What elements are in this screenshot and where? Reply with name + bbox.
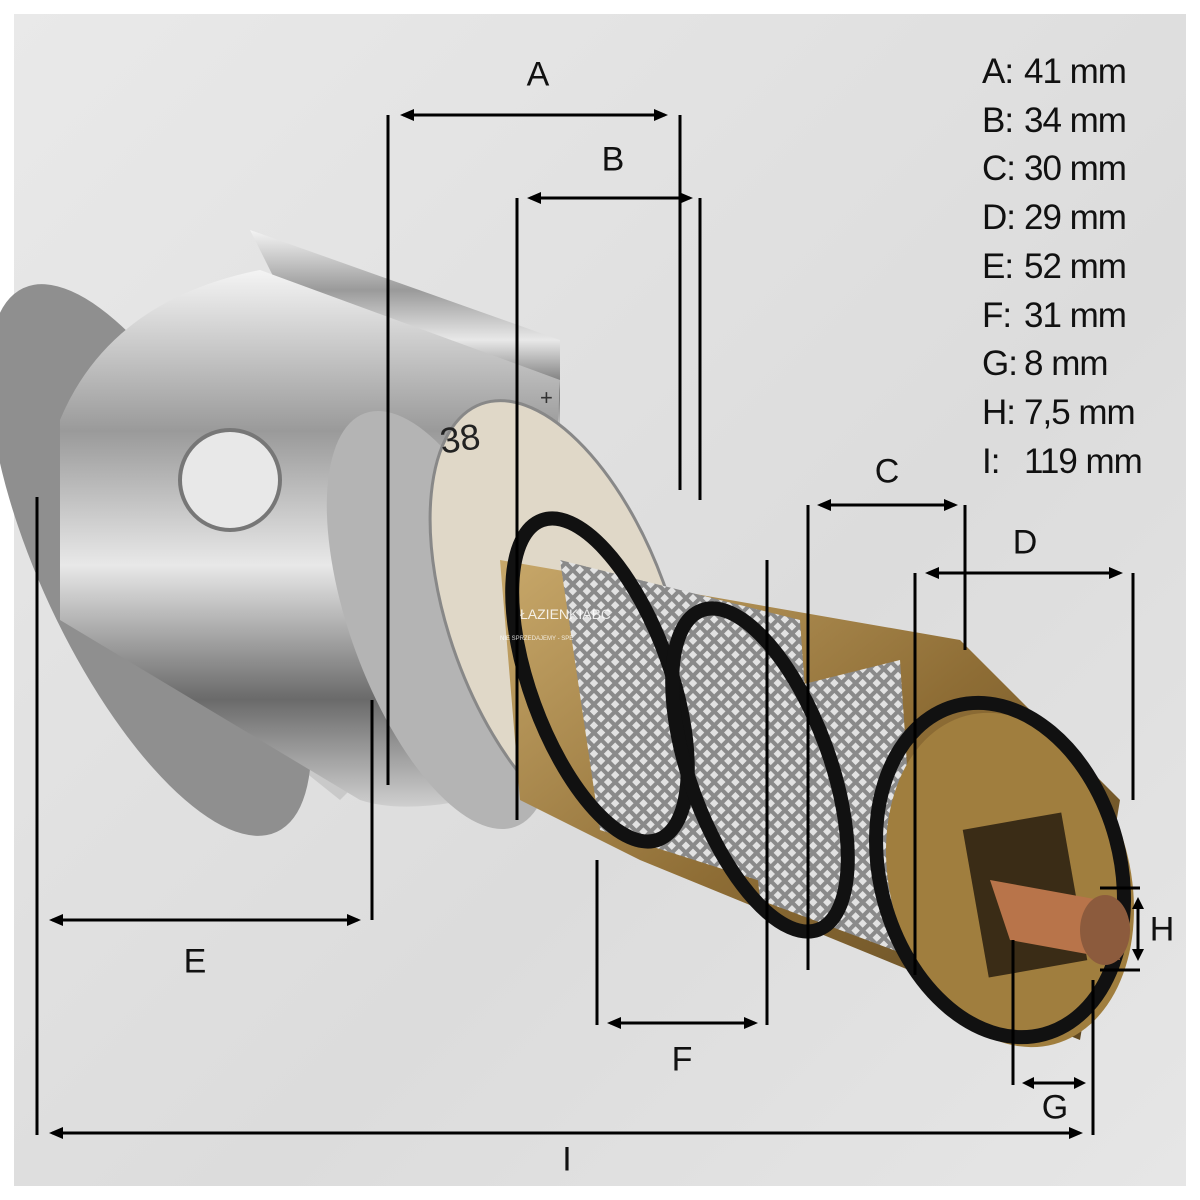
- legend-value: 41 mm: [1024, 52, 1127, 91]
- dial-plus: +: [540, 385, 553, 410]
- dimension-label-i: I: [562, 1140, 572, 1179]
- legend-value: 30 mm: [1024, 149, 1127, 189]
- legend-row-f: F: 31 mm: [982, 292, 1142, 341]
- legend-row-e: E:52 mm: [982, 243, 1142, 292]
- legend-key: I:: [982, 441, 1000, 481]
- dial-number: 38: [437, 415, 483, 462]
- legend-key: G:: [982, 344, 1018, 384]
- dimension-label-e: E: [183, 942, 207, 981]
- knob-button-icon: [178, 428, 282, 532]
- legend-value: 31 mm: [1024, 295, 1127, 335]
- dimension-label-d: D: [1012, 523, 1038, 562]
- dimension-legend: A:41 mm B:34 mm C:30 mm D:29 mm E:52 mm …: [982, 48, 1143, 487]
- legend-value: 119 mm: [1024, 441, 1143, 481]
- legend-value: 7,5 mm: [1024, 392, 1136, 432]
- legend-row-d: D:29 mm: [982, 194, 1142, 243]
- legend-row-h: H:7,5 mm: [982, 389, 1142, 438]
- legend-row-a: A: 41 mm: [982, 48, 1142, 97]
- dimension-label-b: B: [601, 140, 625, 179]
- dimension-label-a: A: [526, 55, 550, 94]
- legend-value: 8 mm: [1024, 344, 1108, 384]
- legend-row-g: G:8 mm: [982, 340, 1142, 389]
- legend-key: F:: [982, 295, 1012, 335]
- dimension-label-g: G: [1041, 1088, 1069, 1127]
- watermark-tagline: NIE SPRZEDAJEMY - SPE: [500, 636, 574, 642]
- legend-key: B:: [982, 100, 1014, 140]
- legend-row-c: C:30 mm: [982, 145, 1142, 194]
- legend-key: E:: [982, 246, 1014, 286]
- brass-cartridge: [500, 511, 1134, 1048]
- legend-key: C:: [982, 149, 1016, 189]
- dimension-label-c: C: [874, 452, 900, 491]
- legend-key: H:: [982, 392, 1016, 432]
- legend-key: D:: [982, 198, 1016, 238]
- legend-value: 34 mm: [1024, 100, 1127, 140]
- legend-row-b: B:34 mm: [982, 97, 1142, 146]
- legend-value: 52 mm: [1024, 246, 1127, 286]
- watermark-logo: ŁAZIENKIABC: [520, 606, 612, 622]
- dimension-lines: [35, 113, 1140, 1135]
- legend-key: A:: [982, 52, 1014, 91]
- legend-row-i: I: 119 mm: [982, 438, 1143, 487]
- dimension-label-h: H: [1149, 910, 1175, 949]
- dimension-label-f: F: [671, 1040, 693, 1079]
- legend-value: 29 mm: [1024, 198, 1127, 238]
